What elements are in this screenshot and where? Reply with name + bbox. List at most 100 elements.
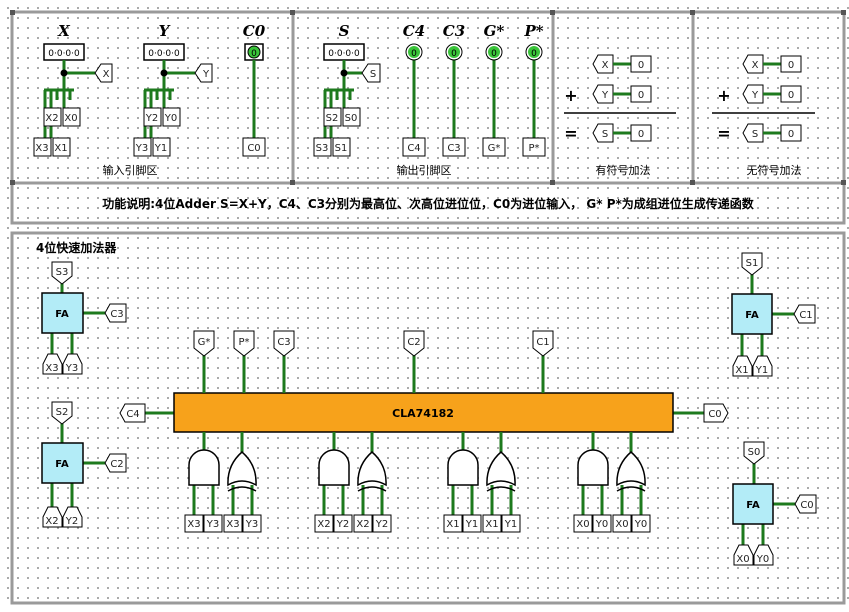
fa1-carry: C1 — [799, 310, 812, 321]
fa2-sum: S2 — [56, 407, 69, 418]
output-pin-s: 0·0·0·0 — [323, 43, 365, 61]
led-p-value: 0 — [531, 49, 537, 59]
input-section: X Y C0 0·0·0·0 X X2 X0 X3 — [33, 22, 266, 177]
cla74182-chip[interactable]: CLA74182 — [145, 392, 704, 433]
input-pin-y[interactable]: 0·0·0·0 — [143, 43, 185, 61]
gate-input-xor-x2: X2 — [356, 519, 369, 530]
gate-input-and-x3: X3 — [187, 519, 200, 530]
circuit-frame — [10, 231, 846, 605]
split-s: S2 S0 S3 S1 — [313, 107, 361, 157]
fa-unit-0[interactable]: S0 FA C0 X0 Y0 — [732, 441, 817, 566]
tunnel-y-label: Y — [202, 69, 210, 80]
gate-input-and-x0: X0 — [576, 519, 589, 530]
input-pin-x[interactable]: 0·0·0·0 — [43, 43, 85, 61]
output-section: S C4 C3 G* P* 0·0·0·0 S S2 S0 S3 — [313, 22, 546, 177]
cla-right-label: C0 — [708, 409, 721, 420]
fa0-label: FA — [746, 500, 760, 511]
fa-unit-1[interactable]: S1 FA C1 X1 Y1 — [731, 252, 816, 377]
gate-input-and-y0: Y0 — [595, 519, 608, 530]
gate-input-xor-x1: X1 — [485, 519, 498, 530]
fa1-a: X1 — [735, 365, 748, 376]
fa3-carry: C3 — [110, 309, 123, 320]
signed-y-value: 0 — [638, 90, 644, 101]
tunnel-c2: C2 — [407, 337, 420, 348]
xor-gate[interactable] — [357, 451, 387, 487]
gate-group-3: X3 Y3 X3 Y3 — [184, 432, 262, 533]
fa2-carry: C2 — [110, 459, 123, 470]
tunnel-c0-label: C0 — [247, 143, 260, 154]
split-x3: X3 — [35, 143, 48, 154]
fa2-a: X2 — [45, 516, 58, 527]
split-s1: S1 — [335, 143, 348, 154]
output-label-c3: C3 — [443, 22, 465, 40]
tunnel-x-label: X — [103, 69, 110, 80]
and-gate[interactable] — [447, 449, 479, 486]
c0-led-value: 0 — [251, 49, 257, 59]
unsigned-x-value: 0 — [788, 60, 794, 71]
unsigned-x-label: X — [752, 60, 759, 71]
fa3-a: X3 — [45, 363, 58, 374]
tunnel-gstar: G* — [198, 337, 211, 348]
gate-input-xor-x0: X0 — [615, 519, 628, 530]
split-s2: S2 — [326, 113, 339, 124]
signed-x-label: X — [602, 60, 609, 71]
tunnel-g-label: G* — [488, 143, 501, 154]
cla-label: CLA74182 — [392, 407, 454, 420]
led-c3: 0 C3 — [442, 43, 466, 157]
signed-adder: + = X 0 Y 0 S 0 有符号加法 — [564, 54, 676, 177]
split-y0: Y0 — [164, 113, 177, 124]
gate-input-xor-y3: Y3 — [245, 519, 258, 530]
unsigned-caption: 无符号加法 — [747, 163, 802, 177]
pin-y-value: 0·0·0·0 — [148, 49, 180, 59]
signed-y-label: Y — [601, 90, 609, 101]
tunnel-s: S — [361, 63, 381, 83]
gate-input-xor-x3: X3 — [226, 519, 239, 530]
and-gate[interactable] — [188, 449, 220, 486]
signed-row-s: S 0 — [592, 123, 652, 143]
fa0-b: Y0 — [756, 554, 769, 565]
tunnel-c0: C0 — [242, 137, 266, 157]
cla-right-tunnel: C0 — [703, 403, 729, 423]
and-gate[interactable] — [577, 449, 609, 486]
output-label-g: G* — [484, 22, 505, 40]
pin-x-value: 0·0·0·0 — [48, 49, 80, 59]
gate-input-and-y2: Y2 — [336, 519, 349, 530]
gate-input-xor-y1: Y1 — [504, 519, 517, 530]
unsigned-row-x: X 0 — [742, 54, 802, 74]
signed-s-label: S — [602, 129, 608, 140]
function-description: 功能说明:4位Adder S=X+Y，C4、C3分别为最高位、次高位进位位，C0… — [102, 196, 755, 211]
unsigned-row-s: S 0 — [742, 123, 802, 143]
fa-unit-2[interactable]: S2 FA C2 X2 Y2 — [41, 401, 127, 528]
led-p: 0 P* — [522, 43, 546, 157]
input-pin-c0[interactable]: 0 — [244, 43, 264, 61]
split-x2: X2 — [45, 113, 58, 124]
tunnel-pstar: P* — [238, 337, 249, 348]
fa3-sum: S3 — [56, 267, 69, 278]
output-label-s: S — [339, 22, 350, 40]
xor-gate[interactable] — [227, 451, 257, 487]
tunnel-c1: C1 — [536, 337, 549, 348]
gate-input-and-x1: X1 — [446, 519, 459, 530]
split-x1: X1 — [54, 143, 67, 154]
and-gate[interactable] — [318, 449, 350, 486]
fa-unit-3[interactable]: S3 FA C3 X3 Y3 — [41, 261, 127, 375]
xor-gate[interactable] — [486, 451, 516, 487]
input-caption: 输入引脚区 — [103, 163, 158, 177]
input-label-c0: C0 — [243, 22, 266, 40]
frames — [10, 10, 846, 605]
signed-s-value: 0 — [638, 129, 644, 140]
signed-x-value: 0 — [638, 60, 644, 71]
xor-gate[interactable] — [616, 451, 646, 487]
led-c4: 0 C4 — [402, 43, 426, 157]
unsigned-equals: = — [717, 124, 730, 143]
gate-input-and-y3: Y3 — [206, 519, 219, 530]
tunnel-p-label: P* — [528, 143, 539, 154]
signed-caption: 有符号加法 — [596, 163, 651, 177]
unsigned-s-value: 0 — [788, 129, 794, 140]
signed-row-x: X 0 — [592, 54, 652, 74]
unsigned-s-label: S — [752, 129, 758, 140]
fa0-sum: S0 — [748, 447, 761, 458]
